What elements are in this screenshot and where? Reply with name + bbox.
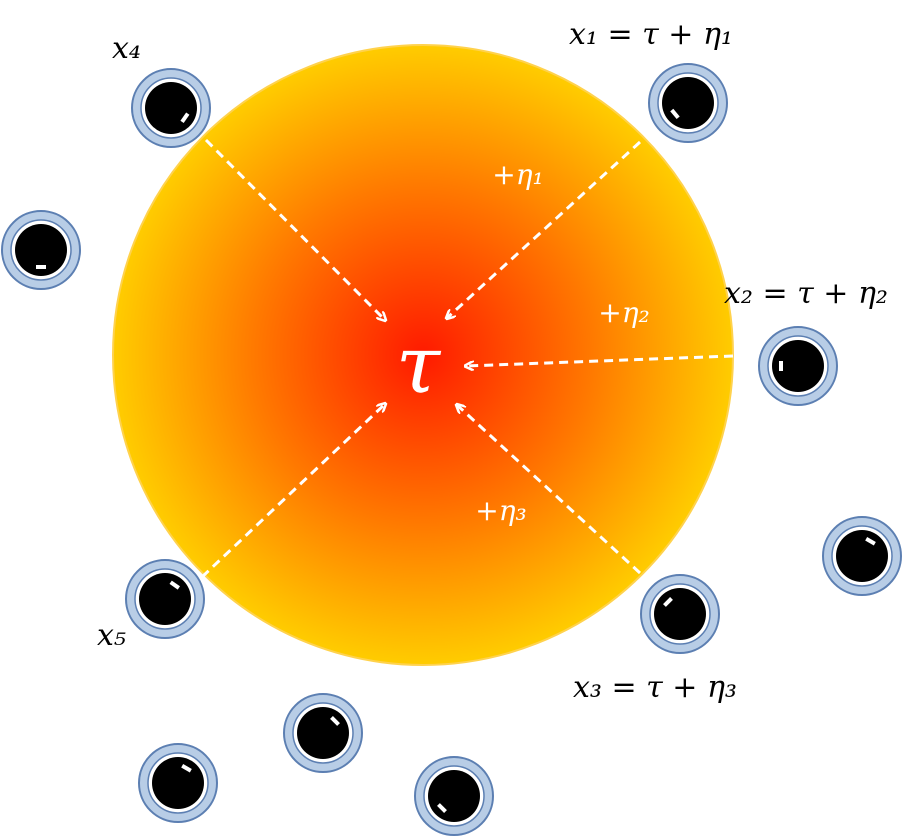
sensor-glint (169, 580, 180, 590)
sensor-glint (437, 803, 447, 813)
sensor-dot (836, 530, 888, 582)
sensor-label-x4: x₄ (112, 31, 141, 66)
arrows (200, 138, 734, 579)
sensor-label-x2: x₂ = τ + η₂ (724, 276, 888, 311)
arrow-eta3 (457, 405, 642, 575)
sensor-glint (663, 597, 673, 607)
sensor-5 (822, 516, 902, 596)
sensor-dot (654, 588, 706, 640)
sensor-3 (1, 210, 81, 290)
sensor-glint (865, 537, 876, 546)
sensor-dot (297, 707, 349, 759)
sensor-2 (648, 63, 728, 143)
arrow-label-eta2: +η₂ (598, 296, 649, 329)
sensor-7 (125, 559, 205, 639)
sensors (1, 63, 902, 836)
sensor-4 (758, 326, 838, 406)
sensor-dot (15, 224, 67, 276)
sensor-glint (181, 764, 192, 773)
sensor-glint (779, 361, 783, 371)
sensor-dot (662, 77, 714, 129)
sensor-dot (145, 82, 197, 134)
sensor-glint (330, 716, 340, 726)
arrow-x5 (200, 404, 385, 579)
sensor-glint (670, 108, 680, 120)
sensor-dot (152, 757, 204, 809)
arrow-label-eta3: +η₃ (475, 494, 526, 527)
sensor-label-x3: x₃ = τ + η₃ (573, 670, 737, 705)
arrow-x4 (204, 138, 385, 320)
arrow-eta1 (447, 140, 642, 318)
sensor-6 (640, 574, 720, 654)
sensor-label-x5: x₅ (97, 618, 126, 653)
sensor-8 (283, 693, 363, 773)
sensor-10 (414, 756, 494, 836)
source-disk (112, 44, 734, 666)
sensor-glint (180, 112, 190, 123)
center-tau-label: τ (396, 318, 442, 411)
sensor-dot (772, 340, 824, 392)
sensor-glint (36, 265, 46, 269)
sensor-1 (131, 68, 211, 148)
sensor-dot (139, 573, 191, 625)
arrow-label-eta1: +η₁ (492, 158, 543, 191)
sensor-label-x1: x₁ = τ + η₁ (569, 17, 733, 52)
sensor-9 (138, 743, 218, 823)
sensor-dot (428, 770, 480, 822)
